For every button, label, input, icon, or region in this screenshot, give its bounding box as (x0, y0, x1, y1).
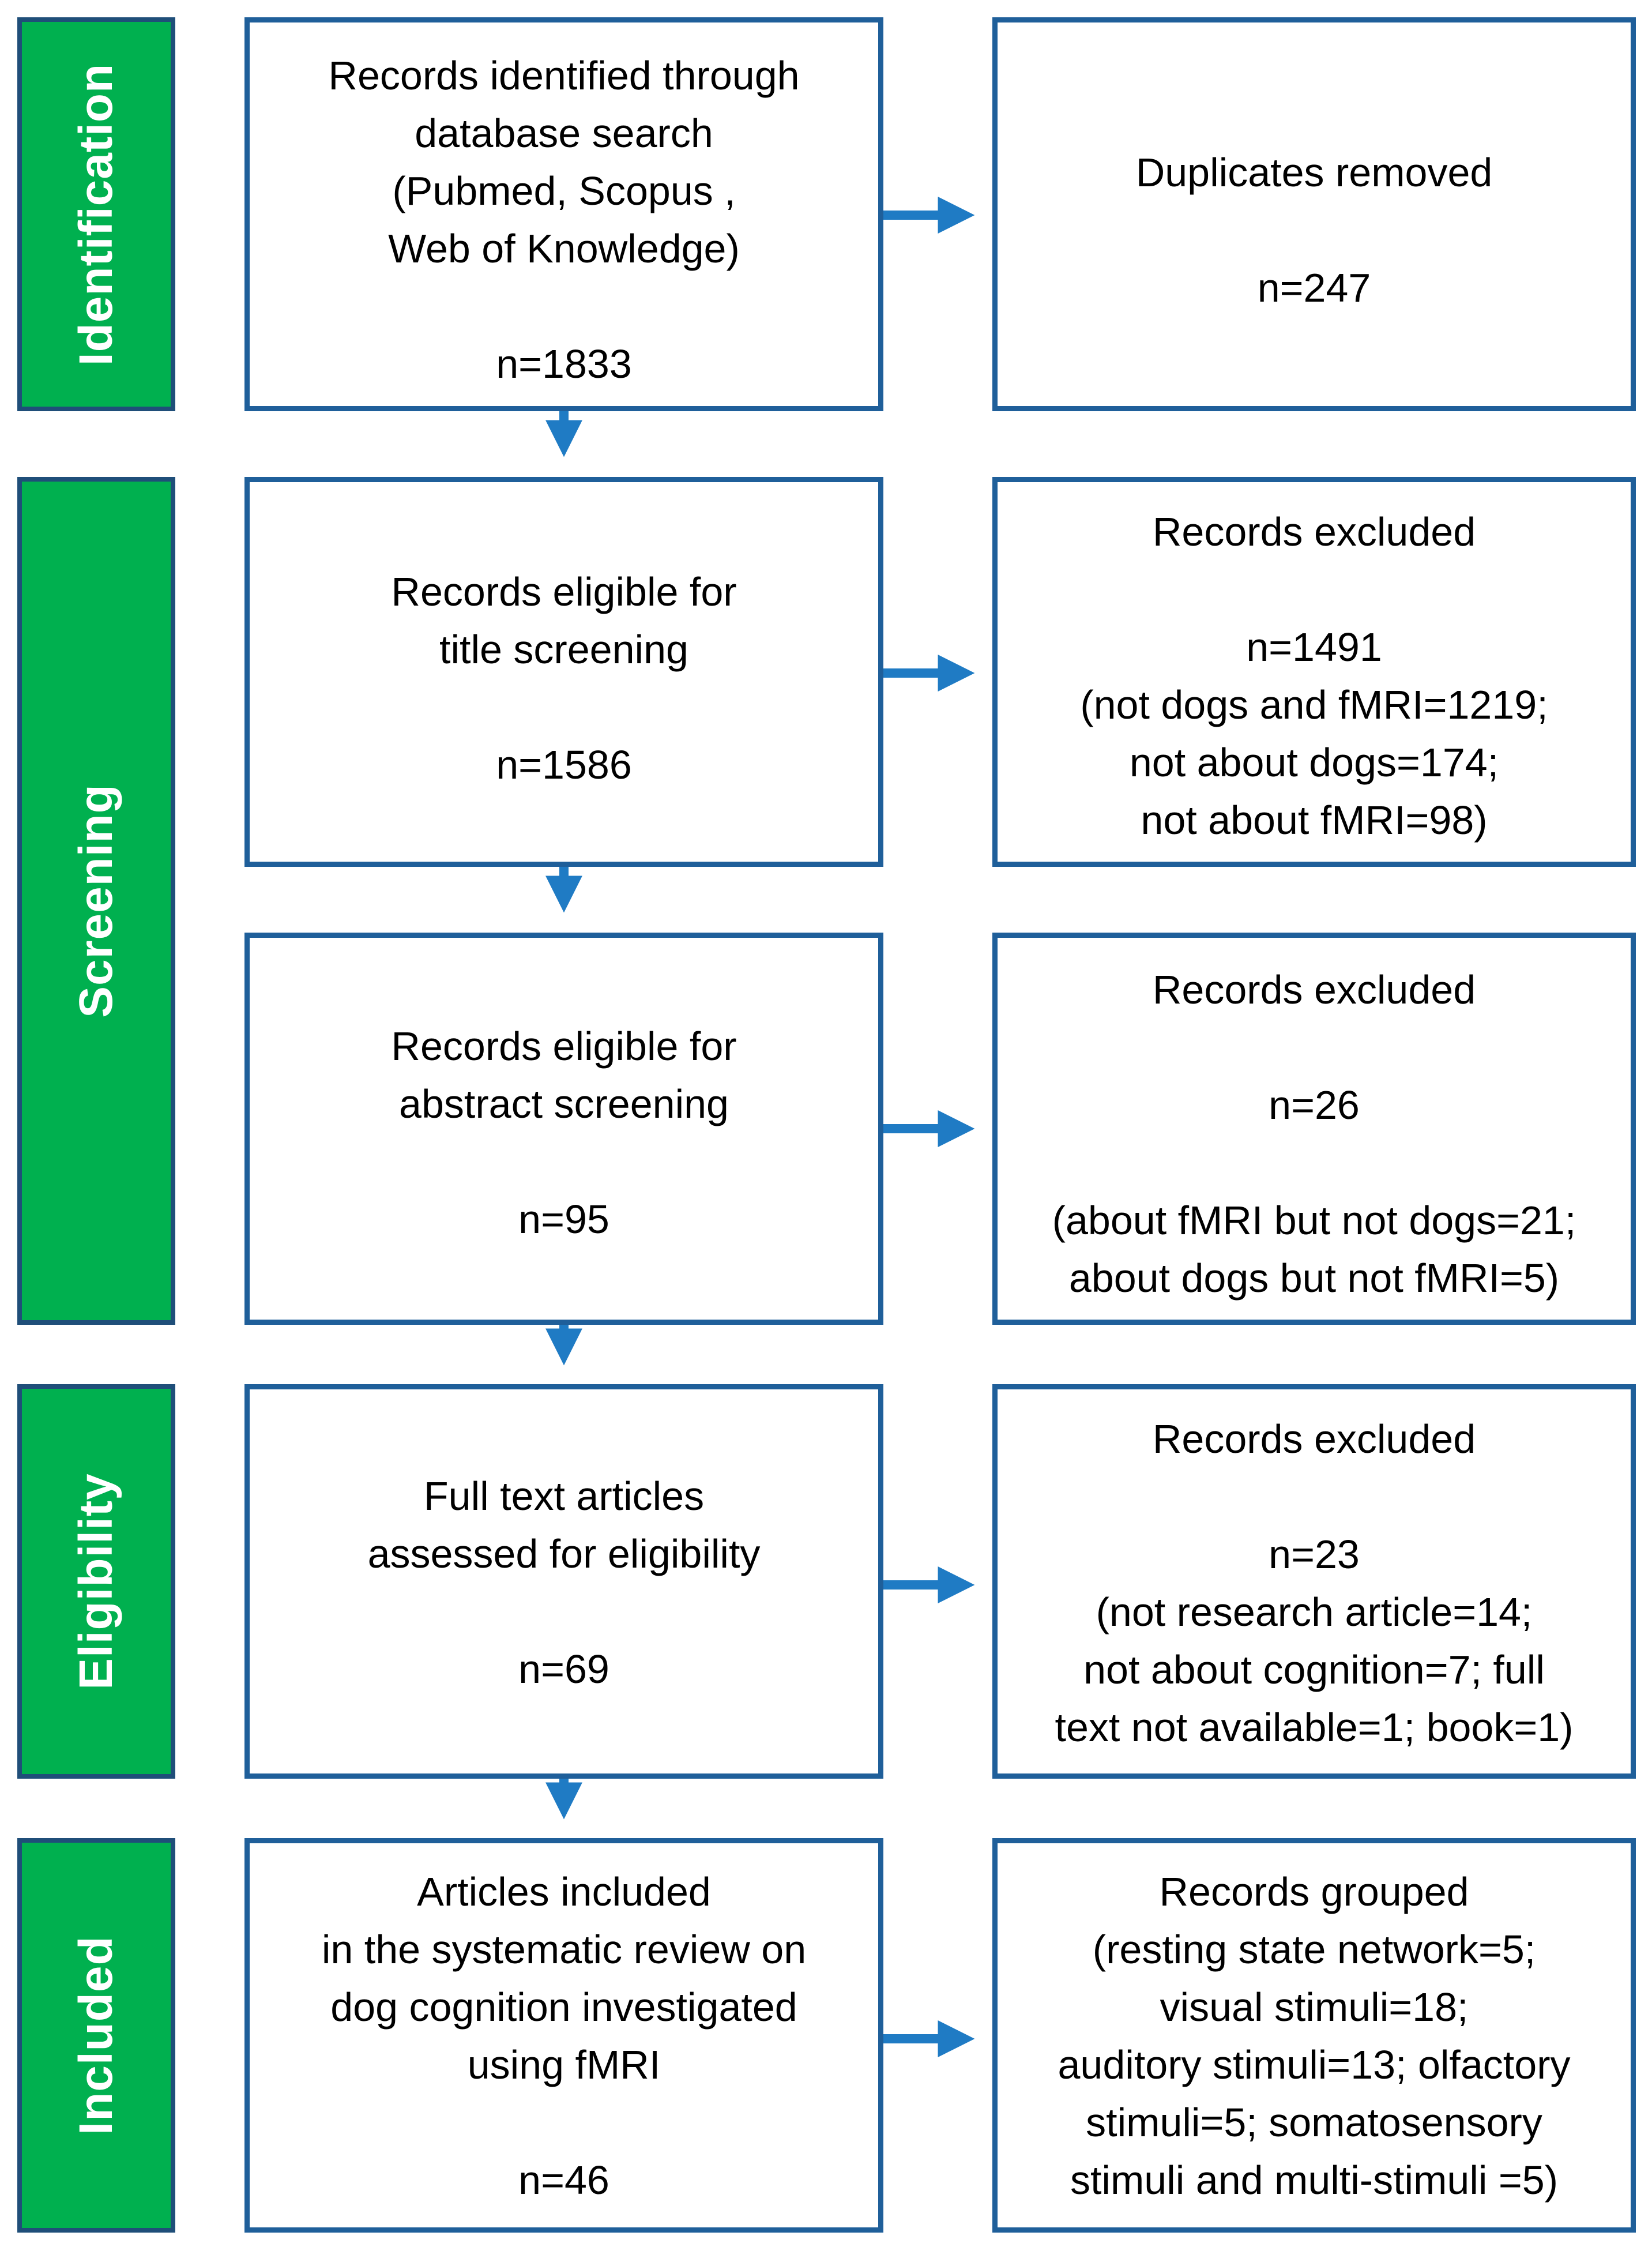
excluded-abstract-count: n=26 (1269, 1083, 1360, 1128)
duplicates-removed-count: n=247 (1257, 265, 1371, 310)
excluded-abstract-detail-2: about dogs but not fMRI=5) (1068, 1256, 1560, 1301)
excluded-title-detail-1: (not dogs and fMRI=1219; (1080, 682, 1548, 727)
abstract-screening-count: n=95 (518, 1197, 609, 1242)
excluded-full-text-detail-1: (not research article=14; (1096, 1590, 1533, 1634)
full-text-count: n=69 (518, 1647, 609, 1692)
phase-identification-label: Identification (70, 63, 122, 366)
phase-screening: Screening (17, 477, 175, 1325)
records-identified-box: Records identified through database sear… (244, 17, 883, 411)
records-grouped-heading: Records grouped (1159, 1869, 1469, 1914)
excluded-title-detail-2: not about dogs=174; (1129, 740, 1499, 785)
records-identified-line-4: Web of Knowledge) (388, 226, 740, 271)
records-identified-line-3: (Pubmed, Scopus , (392, 168, 736, 213)
excluded-title-box: Records excluded n=1491 (not dogs and fM… (992, 477, 1636, 867)
full-text-line-2: assessed for eligibility (367, 1531, 761, 1576)
excluded-title-heading: Records excluded (1152, 509, 1476, 554)
excluded-abstract-heading: Records excluded (1152, 967, 1476, 1012)
phase-included: Included (17, 1838, 175, 2233)
excluded-abstract-box: Records excluded n=26 (about fMRI but no… (992, 933, 1636, 1325)
duplicates-removed-title: Duplicates removed (1135, 150, 1493, 195)
included-articles-line-4: using fMRI (467, 2042, 661, 2087)
phase-eligibility: Eligibility (17, 1384, 175, 1779)
records-grouped-detail-1: (resting state network=5; (1092, 1927, 1536, 1972)
abstract-screening-box: Records eligible for abstract screening … (244, 933, 883, 1325)
excluded-full-text-box: Records excluded n=23 (not research arti… (992, 1384, 1636, 1779)
included-articles-count: n=46 (518, 2158, 609, 2203)
phase-eligibility-label: Eligibility (70, 1473, 122, 1690)
excluded-title-count: n=1491 (1246, 625, 1382, 670)
full-text-box: Full text articles assessed for eligibil… (244, 1384, 883, 1779)
title-screening-line-2: title screening (439, 627, 688, 672)
excluded-title-detail-3: not about fMRI=98) (1141, 798, 1488, 843)
included-articles-line-3: dog cognition investigated (330, 1985, 797, 2030)
title-screening-line-1: Records eligible for (391, 569, 737, 614)
records-grouped-detail-3: auditory stimuli=13; olfactory (1058, 2042, 1571, 2087)
excluded-full-text-count: n=23 (1269, 1532, 1360, 1577)
records-grouped-detail-4: stimuli=5; somatosensory (1086, 2100, 1542, 2145)
phase-screening-label: Screening (70, 784, 122, 1018)
abstract-screening-line-1: Records eligible for (391, 1024, 737, 1069)
excluded-full-text-detail-2: not about cognition=7; full (1083, 1647, 1545, 1692)
records-identified-line-2: database search (415, 111, 713, 156)
excluded-abstract-detail-1: (about fMRI but not dogs=21; (1052, 1198, 1576, 1243)
phase-included-label: Included (70, 1936, 122, 2135)
records-grouped-detail-5: stimuli and multi-stimuli =5) (1070, 2158, 1559, 2203)
records-grouped-box: Records grouped (resting state network=5… (992, 1838, 1636, 2233)
records-identified-line-1: Records identified through (328, 53, 800, 98)
included-articles-line-1: Articles included (417, 1869, 711, 1914)
included-articles-line-2: in the systematic review on (321, 1927, 807, 1972)
excluded-full-text-heading: Records excluded (1152, 1416, 1476, 1461)
full-text-line-1: Full text articles (423, 1474, 705, 1519)
duplicates-removed-box: Duplicates removed n=247 (992, 17, 1636, 411)
abstract-screening-line-2: abstract screening (399, 1081, 729, 1126)
included-articles-box: Articles included in the systematic revi… (244, 1838, 883, 2233)
records-grouped-detail-2: visual stimuli=18; (1160, 1985, 1469, 2030)
excluded-full-text-detail-3: text not available=1; book=1) (1055, 1705, 1574, 1750)
title-screening-count: n=1586 (496, 742, 632, 787)
title-screening-box: Records eligible for title screening n=1… (244, 477, 883, 867)
records-identified-count: n=1833 (496, 341, 632, 386)
phase-identification: Identification (17, 17, 175, 411)
